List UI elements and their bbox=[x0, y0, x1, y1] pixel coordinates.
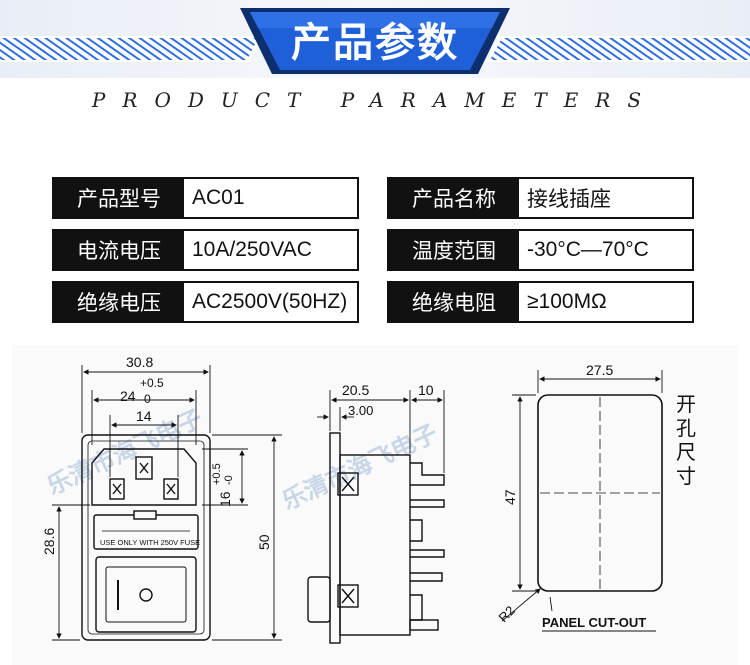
page-title: 产品参数 bbox=[291, 20, 459, 66]
page-subtitle: PRODUCT PARAMETERS bbox=[91, 88, 659, 112]
param-insulation-voltage: 绝缘电压 AC2500V(50HZ) bbox=[52, 281, 359, 323]
param-model: 产品型号 AC01 bbox=[52, 177, 359, 219]
watermark-right: 乐清市海飞电子 bbox=[278, 419, 442, 515]
param-value: ≥100MΩ bbox=[527, 290, 607, 313]
param-label: 温度范围 bbox=[389, 231, 519, 269]
param-value: -30°C—70°C bbox=[527, 238, 649, 261]
param-temperature: 温度范围 -30°C—70°C bbox=[387, 229, 694, 271]
param-label: 电流电压 bbox=[54, 231, 184, 269]
dim-tol-lower: -0 bbox=[140, 392, 151, 406]
param-value: 接线插座 bbox=[527, 188, 611, 211]
dim-corner-radius: R2 bbox=[496, 603, 518, 625]
dim-width-inner: 24 bbox=[120, 388, 136, 404]
cutout-view bbox=[501, 370, 663, 622]
dim-cutout-height: 47 bbox=[502, 489, 518, 505]
technical-drawing: 乐清市海飞电子 乐清市海飞电子 USE ONLY WITH bbox=[12, 345, 738, 665]
param-label: 绝缘电阻 bbox=[389, 283, 519, 321]
cutout-label: PANEL CUT-OUT bbox=[542, 615, 646, 630]
param-label: 绝缘电压 bbox=[54, 283, 184, 321]
dim-cutout-width: 27.5 bbox=[586, 362, 613, 378]
cutout-note-1: 开 bbox=[676, 394, 696, 416]
header-banner: 产品参数 bbox=[0, 0, 750, 90]
param-current-voltage: 电流电压 10A/250VAC bbox=[52, 229, 359, 271]
param-insulation-resistance: 绝缘电阻 ≥100MΩ bbox=[387, 281, 694, 323]
dim-width-pins: 14 bbox=[136, 408, 152, 424]
banner-shape bbox=[0, 0, 750, 78]
param-label: 产品名称 bbox=[389, 179, 519, 217]
drawing-svg: 乐清市海飞电子 乐清市海飞电子 USE ONLY WITH bbox=[41, 354, 696, 644]
dim-terminal: 10 bbox=[418, 382, 434, 398]
dim-height-tol-lower: -0 bbox=[223, 475, 235, 485]
dim-tol-upper: +0.5 bbox=[140, 376, 164, 390]
param-value: 10A/250VAC bbox=[192, 238, 312, 261]
dim-height-socket: 16 bbox=[217, 491, 233, 507]
cutout-note-4: 寸 bbox=[676, 465, 696, 488]
front-view bbox=[81, 434, 211, 641]
dim-depth: 20.5 bbox=[342, 382, 369, 398]
param-product-name: 产品名称 接线插座 bbox=[387, 177, 694, 219]
side-view bbox=[307, 432, 445, 644]
param-value: AC2500V(50HZ) bbox=[192, 290, 348, 313]
fuse-label: USE ONLY WITH 250V FUSE bbox=[100, 538, 200, 547]
dim-height-tol-upper: +0.5 bbox=[211, 463, 223, 485]
cutout-note-2: 孔 bbox=[676, 417, 696, 440]
cutout-note-3: 尺 bbox=[676, 442, 696, 464]
param-value: AC01 bbox=[192, 186, 245, 209]
param-label: 产品型号 bbox=[54, 179, 184, 217]
dim-width-total: 30.8 bbox=[126, 354, 153, 370]
watermark-left: 乐清市海飞电子 bbox=[43, 404, 207, 500]
dim-height-lower: 28.6 bbox=[41, 528, 57, 555]
dim-height-total: 50 bbox=[256, 534, 272, 550]
dim-flange: 3.00 bbox=[348, 403, 373, 418]
